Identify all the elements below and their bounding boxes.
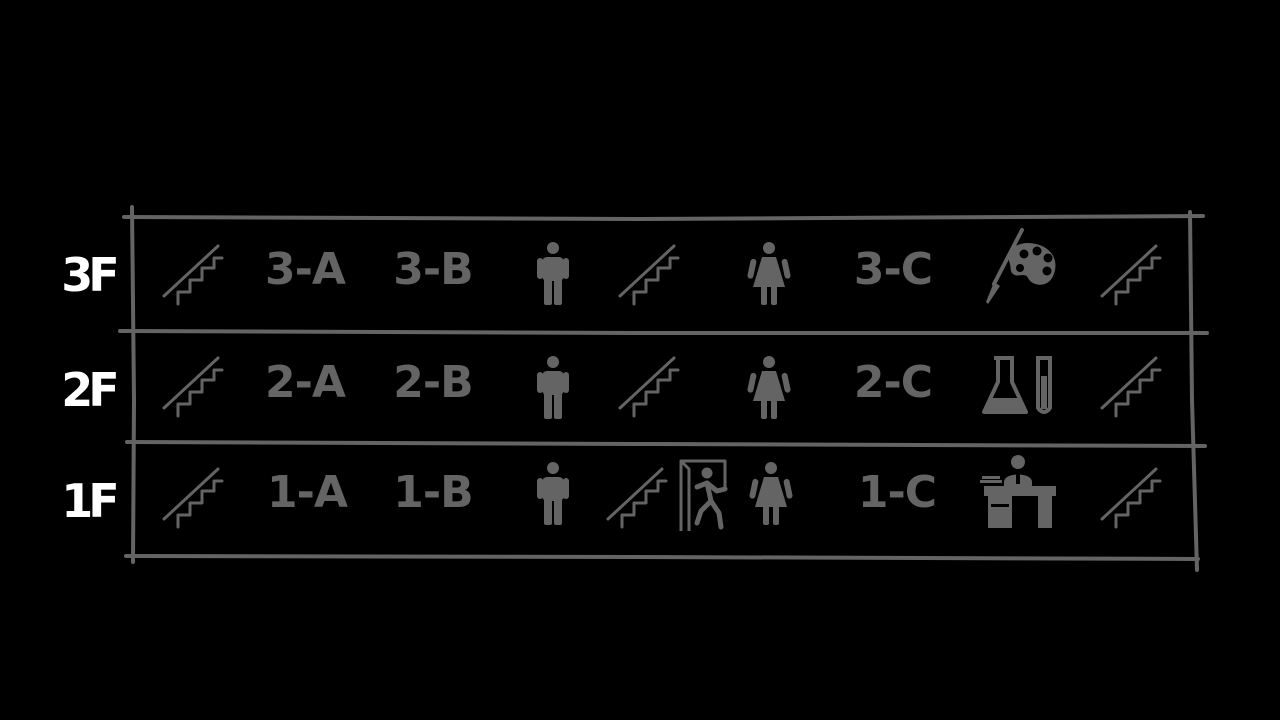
womens-restroom-icon[interactable] <box>747 355 791 419</box>
room-1-a[interactable]: 1-A <box>267 467 348 518</box>
room-2-b[interactable]: 2-B <box>393 357 473 408</box>
grid-line-2f-1f <box>125 440 1207 448</box>
womens-restroom-icon[interactable] <box>747 241 791 305</box>
stairs-icon[interactable] <box>604 463 670 529</box>
stairs-icon[interactable] <box>160 463 226 529</box>
grid-line-3f-2f <box>118 329 1209 335</box>
stairs-icon[interactable] <box>160 352 226 418</box>
room-3-b[interactable]: 3-B <box>393 244 473 295</box>
stairs-icon[interactable] <box>616 240 682 306</box>
science-lab-icon[interactable] <box>980 352 1060 418</box>
room-2-a[interactable]: 2-A <box>265 357 346 408</box>
mens-restroom-icon[interactable] <box>533 241 573 305</box>
grid-line-bottom <box>124 554 1200 561</box>
stairs-icon[interactable] <box>616 352 682 418</box>
grid-line-right <box>1188 210 1199 572</box>
stairs-icon[interactable] <box>1098 463 1164 529</box>
emergency-exit-icon[interactable] <box>677 457 733 533</box>
mens-restroom-icon[interactable] <box>533 355 573 419</box>
room-3-a[interactable]: 3-A <box>265 244 346 295</box>
floor-label-3f: 3F <box>61 248 119 302</box>
staff-room-icon[interactable] <box>976 452 1058 530</box>
art-room-icon[interactable] <box>980 228 1060 306</box>
room-1-b[interactable]: 1-B <box>393 467 473 518</box>
grid-line-top <box>122 214 1205 221</box>
womens-restroom-icon[interactable] <box>749 461 793 525</box>
grid-line-left <box>130 205 136 564</box>
stairs-icon[interactable] <box>160 240 226 306</box>
mens-restroom-icon[interactable] <box>533 461 573 525</box>
stairs-icon[interactable] <box>1098 352 1164 418</box>
room-1-c[interactable]: 1-C <box>857 467 937 518</box>
room-2-c[interactable]: 2-C <box>853 357 933 408</box>
room-3-c[interactable]: 3-C <box>853 244 933 295</box>
floor-label-2f: 2F <box>61 363 119 417</box>
floor-label-1f: 1F <box>61 474 119 528</box>
stairs-icon[interactable] <box>1098 240 1164 306</box>
